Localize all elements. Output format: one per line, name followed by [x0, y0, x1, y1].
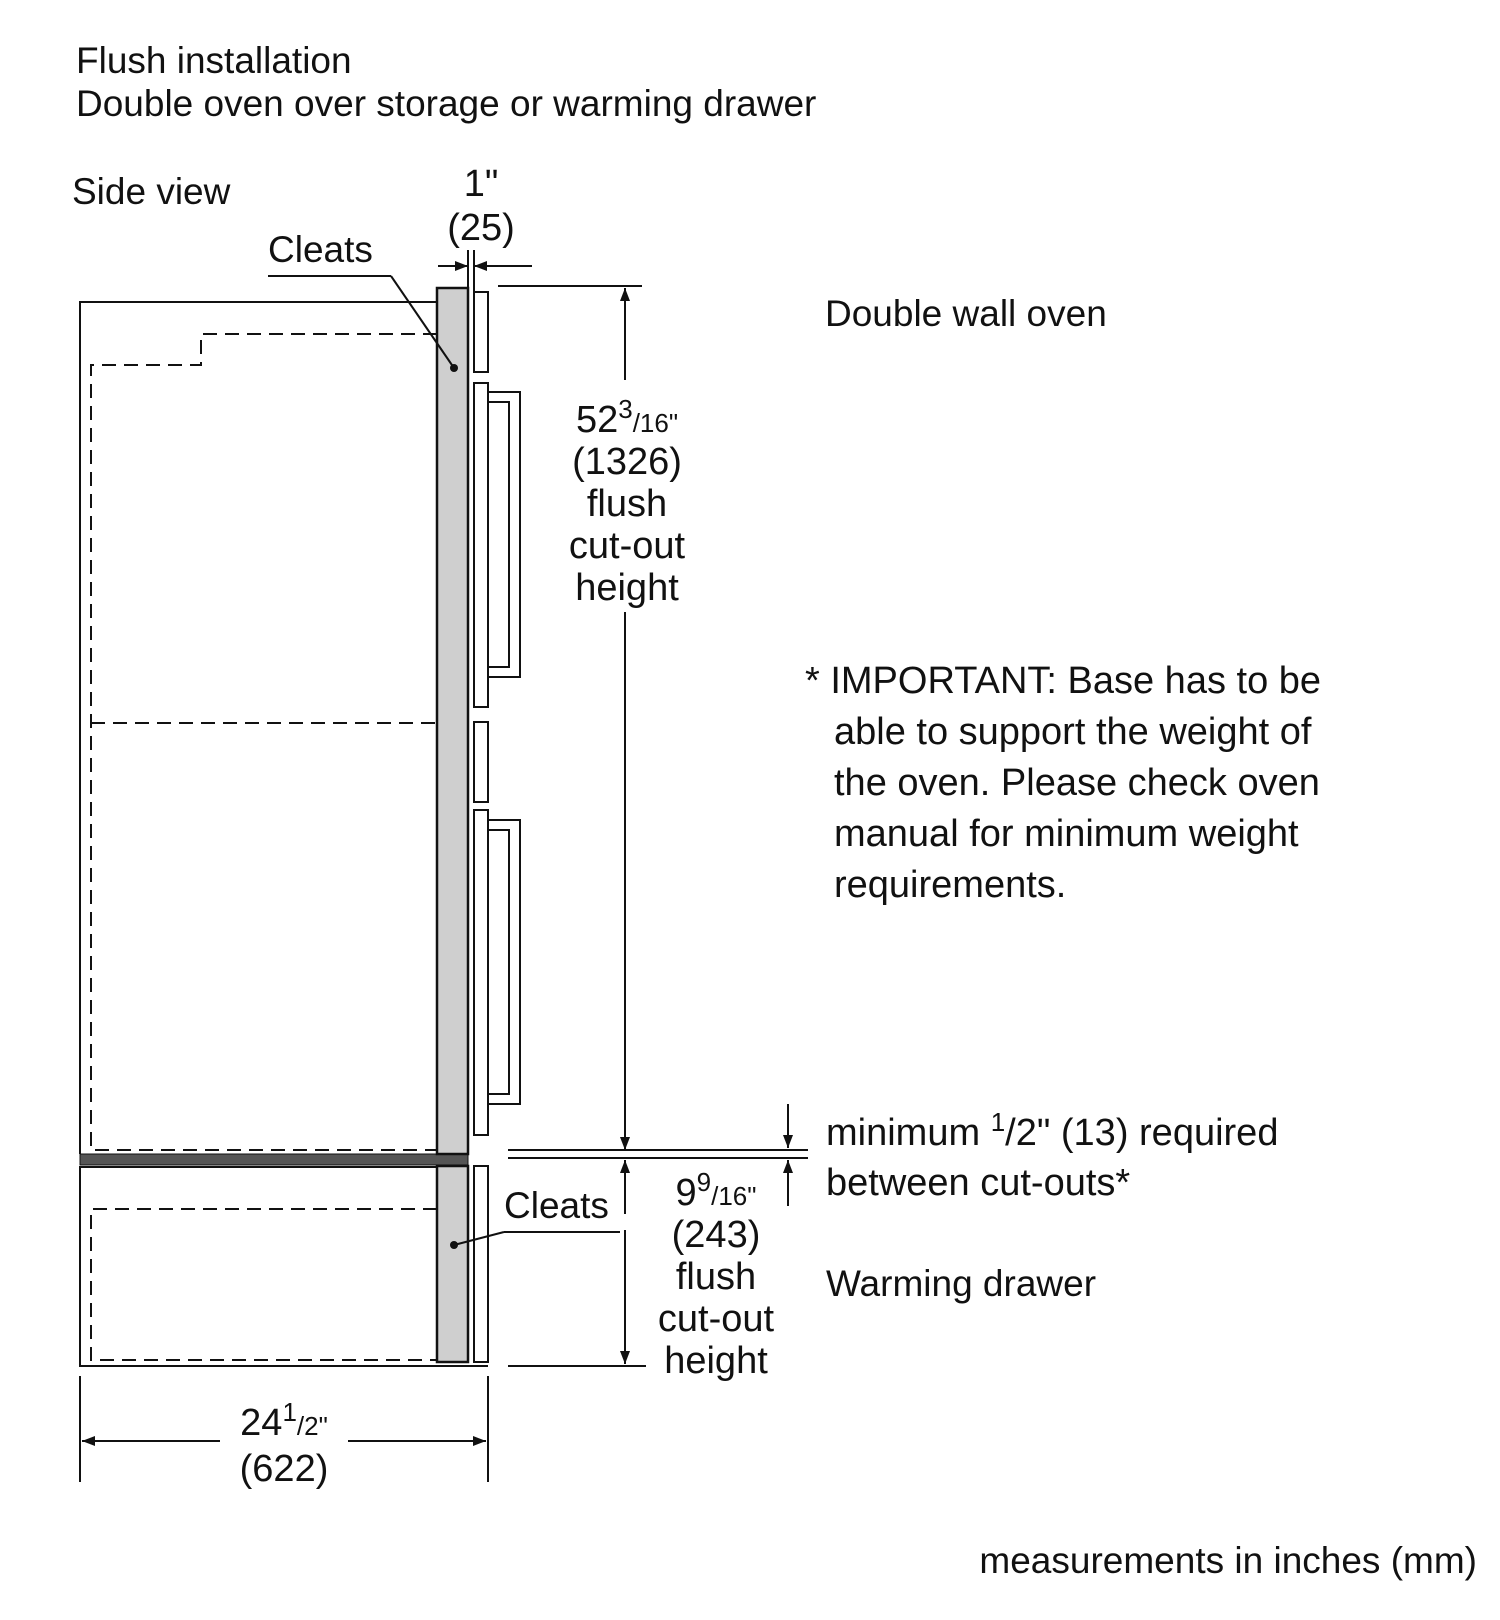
important-note-line4: manual for minimum weight — [834, 813, 1299, 855]
upper-oven-door — [473, 382, 489, 708]
lower-cleat — [435, 1164, 470, 1364]
cleats-bottom-label: Cleats — [504, 1185, 609, 1226]
upper-cleat — [435, 286, 470, 1156]
gap-note-numerator: 1 — [991, 1107, 1005, 1137]
width-dim-numerator: 1 — [282, 1397, 296, 1427]
cleats-top-dot — [450, 364, 458, 372]
oven-dim-denominator: /16" — [633, 408, 678, 438]
upper-cabinet-hidden-lines — [90, 333, 437, 1151]
lower-cabinet-outline — [79, 1166, 488, 1367]
drawer-dim-numerator: 9 — [697, 1167, 711, 1197]
important-note-line3: the oven. Please check oven — [834, 762, 1320, 804]
diagram-subtitle: Double oven over storage or warming draw… — [76, 83, 816, 124]
oven-dim-imperial: 523/16" — [576, 394, 678, 441]
middle-oven-panel — [473, 721, 489, 803]
lower-oven-door — [473, 809, 489, 1136]
gap-note-line1: minimum 1/2" (13) required — [826, 1107, 1278, 1154]
upper-oven-handle-inner — [488, 401, 510, 668]
drawer-dim-denominator: /16" — [711, 1181, 756, 1211]
width-dim-whole: 24 — [240, 1402, 282, 1444]
lower-cabinet-hidden-lines — [90, 1208, 437, 1361]
cleats-bottom-dot — [450, 1241, 458, 1249]
oven-dim-line3: flush — [587, 483, 667, 525]
drawer-dim-imperial: 99/16" — [676, 1167, 757, 1214]
drawer-dim-line4: cut-out — [658, 1298, 775, 1340]
oven-dim-line4: cut-out — [569, 525, 686, 567]
double-wall-oven-label: Double wall oven — [825, 293, 1107, 334]
measurement-units-note: measurements in inches (mm) — [979, 1540, 1477, 1581]
oven-dim-metric: (1326) — [572, 441, 682, 483]
important-note-line5: requirements. — [834, 864, 1066, 906]
drawer-dim-whole: 9 — [676, 1172, 697, 1214]
important-note-line1: * IMPORTANT: Base has to be — [805, 660, 1321, 702]
oven-dim-line5: height — [575, 567, 679, 609]
oven-dim-numerator: 3 — [618, 394, 632, 424]
drawer-dim-line5: height — [664, 1340, 768, 1382]
cleats-top-leader — [390, 275, 455, 369]
cleats-top-label: Cleats — [268, 229, 373, 270]
width-dim-metric: (622) — [240, 1448, 329, 1490]
lower-oven-handle-inner — [488, 829, 510, 1095]
side-view-label: Side view — [72, 171, 231, 212]
lower-oven-handle — [488, 819, 521, 1105]
oven-control-panel — [473, 291, 489, 373]
upper-oven-handle — [488, 391, 521, 678]
diagram-title: Flush installation — [76, 40, 352, 81]
gap-note-line2: between cut-outs* — [826, 1162, 1130, 1204]
drawer-dim-line3: flush — [676, 1256, 756, 1298]
upper-cabinet-outline — [79, 301, 437, 1154]
cleats-bottom-leader — [453, 1231, 505, 1246]
cabinet-base-shelf — [79, 1153, 469, 1166]
warming-drawer-label: Warming drawer — [826, 1263, 1096, 1304]
oven-dim-whole: 52 — [576, 399, 618, 441]
gap-note-rest: /2" (13) required — [1005, 1112, 1278, 1154]
width-dim-denominator: /2" — [297, 1411, 328, 1441]
drawer-front — [473, 1165, 489, 1363]
offset-dim-metric: (25) — [447, 207, 515, 249]
important-note-line2: able to support the weight of — [834, 711, 1312, 753]
gap-note-prefix: minimum — [826, 1112, 991, 1154]
width-dim-imperial: 241/2" — [240, 1397, 328, 1444]
offset-dim-imperial: 1" — [464, 163, 499, 205]
drawer-dim-metric: (243) — [672, 1214, 761, 1256]
